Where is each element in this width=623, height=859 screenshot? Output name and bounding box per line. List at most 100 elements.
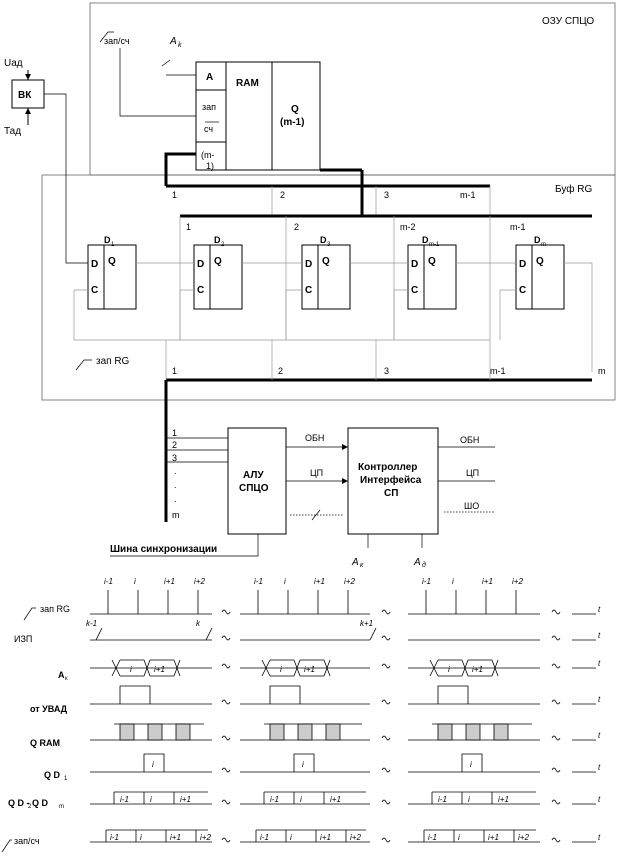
- timing-row-qdm: Q D - Q D: [8, 798, 48, 808]
- qram-cell-p1-0: [269, 723, 285, 741]
- trace-r2-tilde-0: [221, 663, 231, 669]
- register-d2: D 2 D C Q: [193, 235, 243, 310]
- zapsch-cell-p2-1: i: [458, 833, 460, 842]
- trace-r7-tilde-0: [221, 837, 231, 843]
- alu-bus-3: 3: [172, 453, 177, 463]
- trace-r7-tilde-1: [381, 837, 391, 843]
- ozu-title: ОЗУ СПЦО: [542, 16, 594, 27]
- vk-label: ВК: [18, 90, 32, 101]
- alu-bus-dot1: .: [174, 466, 177, 476]
- reg-dm1-sub: m-1: [429, 242, 440, 248]
- reg-d1-c: C: [91, 285, 98, 296]
- alu-ctrl-slash: [311, 509, 321, 521]
- zaprg-p1-label-0: i-1: [254, 577, 263, 586]
- trace-r4-t-label: t: [598, 731, 601, 740]
- zap-sch-pulse: [99, 31, 114, 43]
- ak-cell-i1-p2: i+1: [472, 665, 483, 674]
- reg-clock-bus: [73, 289, 516, 341]
- ram-grid: [196, 62, 273, 170]
- timing-row-uvad: от УВАД: [30, 704, 68, 714]
- ak-bus-p1: [261, 659, 331, 677]
- zap-sch-label: зап/сч: [104, 36, 130, 46]
- zaprg-p1-label-2: i+1: [314, 577, 325, 586]
- ad-sub: д: [422, 561, 426, 569]
- buf-inner-cols: [179, 216, 491, 340]
- buf-bottom-bus-1: 1: [172, 366, 177, 376]
- timing-zaprg-icon: [23, 607, 36, 621]
- ak-label: A: [351, 557, 359, 568]
- buf-bottom-bus-2: 2: [278, 366, 283, 376]
- alu-bus-dot2: .: [174, 480, 177, 490]
- zapsch-cell-p0-1: i: [140, 833, 142, 842]
- alu-obn-label: ОБН: [305, 433, 324, 443]
- reg-dm-q: Q: [536, 256, 544, 267]
- buf-top-bus-cols: [271, 186, 491, 216]
- ad-label: A: [413, 557, 421, 568]
- uvad-pulse-p1: [269, 685, 301, 704]
- buf-top-bus-m1: m-1: [460, 190, 476, 200]
- alu-obn-arrow: [342, 444, 348, 450]
- trace-r7-t-label: t: [598, 833, 601, 842]
- vk-uad-arrow: [25, 74, 31, 80]
- zaprg-p0-label-2: i+1: [164, 577, 175, 586]
- trace-r6-t-label: t: [598, 795, 601, 804]
- qram-cell-p2-1: [465, 723, 481, 741]
- qd1-pulse-p2: [461, 753, 483, 772]
- buf-bottom-bus-m: m: [598, 366, 606, 376]
- reg-d1-q: Q: [108, 256, 116, 267]
- zapsch-cell-p2-0: i-1: [428, 833, 437, 842]
- reg-d3-name: D: [320, 235, 327, 245]
- ram-label: RAM: [236, 78, 259, 89]
- reg-d2-name: D: [214, 235, 221, 245]
- timing-row-zap-rg: зап RG: [40, 604, 70, 614]
- ram-qm-label: (m-1): [280, 117, 304, 128]
- trace-r3-tilde-0: [221, 699, 231, 705]
- register-dm1: D m-1 D C Q: [407, 235, 457, 310]
- buf-top-bus-1: 1: [172, 190, 177, 200]
- qram-cell-p1-2: [325, 723, 341, 741]
- buf-bottom-bus-3: 3: [384, 366, 389, 376]
- trace-r0-tilde-0: [221, 609, 231, 615]
- buf-top-bus-2: 2: [280, 190, 285, 200]
- ram-block: [195, 61, 321, 171]
- alu-line1: АЛУ: [243, 470, 264, 481]
- qdm-cell-p2-0: i-1: [438, 795, 447, 804]
- addr-in-sub: k: [178, 42, 182, 49]
- trace-r6-tilde-2: [551, 799, 561, 805]
- timing-diagram: зап RG ИЗП A к от УВАД Q RAM Q D 1 Q D -…: [1, 577, 601, 853]
- buf-inner-bus-m1: m-1: [510, 222, 526, 232]
- izp-edge-2: [369, 627, 377, 641]
- trace-r4-tilde-0: [221, 735, 231, 741]
- trace-r2-t-label: t: [598, 659, 601, 668]
- trace-r5-t-label: t: [598, 763, 601, 772]
- trace-r4-tilde-2: [551, 735, 561, 741]
- reg-dm-d: D: [519, 259, 526, 270]
- alu-bus-m: m: [172, 510, 180, 520]
- ram-addr-label: A: [206, 72, 213, 83]
- uvad-pulse-p0: [119, 685, 151, 704]
- ak-cell-i1-p1: i+1: [304, 665, 315, 674]
- zaprg-p2-label-2: i+1: [482, 577, 493, 586]
- zapsch-cell-p2-2: i+1: [488, 833, 499, 842]
- zap-rg-label: зап RG: [96, 356, 130, 367]
- addr-in-slash: [161, 59, 171, 67]
- reg-d2-c: C: [197, 285, 204, 296]
- alu-bus-dot3: .: [174, 494, 177, 504]
- buf-bottom-bus-m1: m-1: [490, 366, 506, 376]
- zaprg-p2-label-0: i-1: [422, 577, 431, 586]
- alu-block: [227, 427, 287, 535]
- ram-zap-label: зап: [202, 102, 216, 112]
- qram-cell-p0-0: [119, 723, 135, 741]
- qdm-cell-p0-1: i: [150, 795, 152, 804]
- qdm-cell-p2-1: i: [468, 795, 470, 804]
- trace-r7-tilde-2: [551, 837, 561, 843]
- trace-r1-t-label: t: [598, 631, 601, 640]
- alu-cp-arrow: [342, 478, 348, 484]
- zapsch-cell-p1-0: i-1: [260, 833, 269, 842]
- zap-sch-wire: [119, 48, 196, 117]
- trace-r5-tilde-2: [551, 767, 561, 773]
- buf-inner-bus-m2: m-2: [400, 222, 416, 232]
- timing-row-ak: A: [58, 670, 65, 680]
- qdm-cell-p0-0: i-1: [120, 795, 129, 804]
